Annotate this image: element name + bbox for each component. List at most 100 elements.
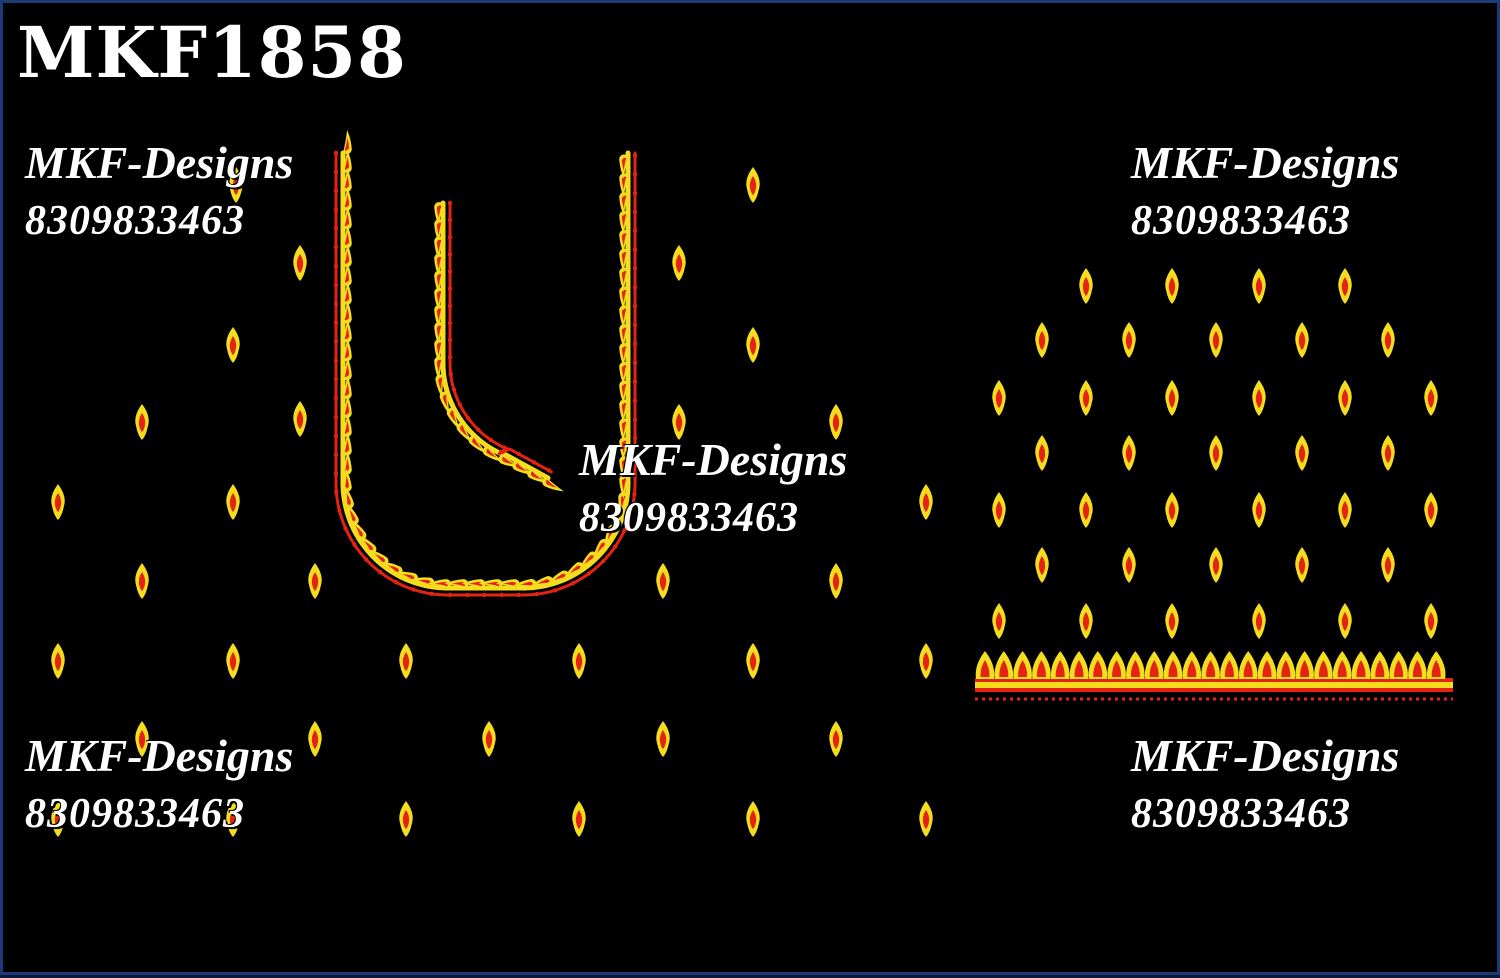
- kalash-motif: [1276, 651, 1296, 679]
- buti-motif: [1165, 603, 1179, 639]
- border-band-inner: [975, 682, 1453, 688]
- red-dot: [632, 417, 638, 422]
- kalash-motif: [1013, 651, 1032, 679]
- red-dot: [632, 228, 638, 233]
- red-dot: [352, 542, 357, 547]
- red-dot: [622, 528, 627, 533]
- buti-motif: [308, 721, 322, 757]
- red-dot: [451, 387, 457, 392]
- red-dot: [570, 581, 575, 586]
- kalash-motif: [1201, 651, 1220, 679]
- red-dot: [628, 510, 634, 515]
- red-dot: [378, 569, 383, 575]
- kalash-motif: [1088, 651, 1108, 679]
- buti-motif: [308, 563, 322, 599]
- neckline-motif: [332, 129, 638, 599]
- buti-motif: [572, 801, 586, 837]
- buti-motif: [1424, 380, 1438, 416]
- watermark-bottom-left: MKF-Designs 8309833463: [25, 731, 293, 839]
- red-dot: [612, 544, 618, 549]
- red-dot: [632, 492, 637, 497]
- watermark-top-right: MKF-Designs 8309833463: [1131, 138, 1399, 246]
- red-dot: [632, 360, 638, 365]
- red-dot: [333, 452, 339, 457]
- red-dot: [333, 320, 339, 325]
- buti-motif: [1165, 492, 1179, 528]
- buti-motif: [1035, 435, 1049, 471]
- buti-motif: [672, 245, 686, 281]
- kalash-motif: [1389, 651, 1408, 679]
- red-dot: [333, 395, 339, 401]
- buti-motif: [1079, 492, 1093, 528]
- kalash-motif: [1408, 651, 1427, 679]
- buti-motif: [746, 327, 760, 363]
- red-dot: [447, 286, 453, 291]
- red-dot: [333, 358, 339, 363]
- red-dot: [502, 445, 507, 450]
- watermark-phone: 8309833463: [25, 791, 245, 837]
- red-dot: [482, 592, 487, 598]
- buti-motif: [746, 643, 760, 679]
- red-dot: [632, 436, 638, 441]
- red-dot: [343, 526, 348, 531]
- buti-motif: [1424, 603, 1438, 639]
- watermark-brand: MKF-Designs: [25, 137, 294, 188]
- watermark-phone: 8309833463: [1131, 791, 1351, 837]
- red-dot: [531, 460, 537, 465]
- red-dot: [632, 172, 638, 177]
- red-dot: [411, 587, 416, 592]
- watermark-phone: 8309833463: [1131, 198, 1351, 244]
- red-dot: [632, 304, 638, 309]
- watermark-top-left: MKF-Designs 8309833463: [25, 138, 293, 246]
- buti-motif: [1122, 547, 1136, 583]
- red-dot: [447, 337, 453, 343]
- buti-motif: [1295, 547, 1309, 583]
- red-dot: [534, 591, 539, 597]
- red-dot: [488, 437, 493, 442]
- red-dot: [632, 266, 638, 271]
- kalash-motif: [1163, 651, 1183, 679]
- buti-motif: [1338, 380, 1352, 416]
- kalash-motif: [1032, 651, 1051, 679]
- watermark-brand: MKF-Designs: [1131, 730, 1400, 781]
- kalash-motif: [1257, 651, 1277, 679]
- buti-motif: [1295, 435, 1309, 471]
- buti-motif: [1165, 268, 1179, 304]
- red-dot: [632, 153, 638, 158]
- buti-motif: [919, 484, 933, 520]
- buti-motif: [919, 643, 933, 679]
- buti-motif: [482, 721, 496, 757]
- buti-motif: [1079, 603, 1093, 639]
- buti-motif: [399, 643, 413, 679]
- red-dot: [333, 339, 339, 344]
- watermark-brand: MKF-Designs: [25, 730, 294, 781]
- buti-motif: [1209, 322, 1223, 358]
- buti-motif: [1035, 547, 1049, 583]
- buti-motif: [226, 643, 240, 679]
- kalash-motif: [1126, 651, 1145, 679]
- buti-motif: [656, 563, 670, 599]
- buti-motif: [919, 801, 933, 837]
- red-dot: [333, 433, 339, 439]
- buti-motif: [1209, 547, 1223, 583]
- buti-motif: [1122, 435, 1136, 471]
- kalash-motif: [1332, 651, 1352, 679]
- embroidery-artwork: [51, 129, 1453, 837]
- red-dot: [632, 341, 638, 347]
- red-dot: [476, 427, 481, 432]
- red-dot: [447, 200, 453, 206]
- watermark-phone: 8309833463: [579, 495, 799, 541]
- buti-motif: [1338, 268, 1352, 304]
- kalash-motif: [1295, 651, 1314, 679]
- buti-motif: [293, 401, 307, 437]
- red-dot: [364, 557, 369, 562]
- buti-motif: [992, 492, 1006, 528]
- red-dot: [447, 355, 453, 360]
- red-dot: [632, 209, 638, 215]
- buti-motif: [829, 721, 843, 757]
- red-dot: [333, 169, 339, 175]
- buti-motif: [135, 404, 149, 440]
- buti-motif: [1209, 435, 1223, 471]
- kalash-motif: [1069, 651, 1089, 679]
- kalash-motif: [1182, 651, 1202, 679]
